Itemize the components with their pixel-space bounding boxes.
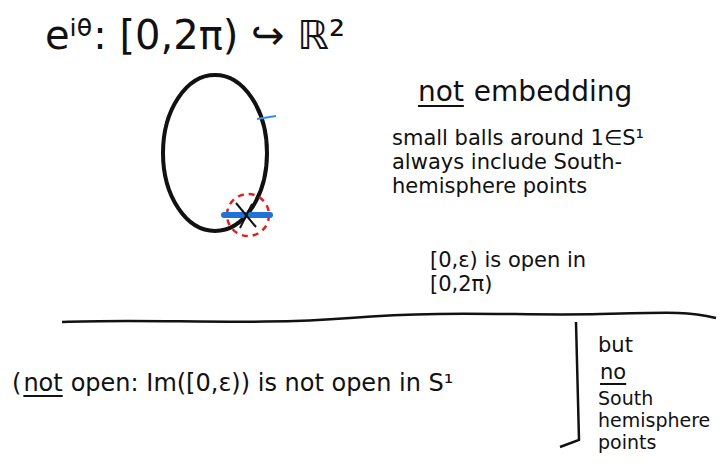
underlined-word: not [418,76,464,108]
bracket [560,322,579,447]
blue-tick [257,116,276,119]
circle-s1 [163,75,267,231]
divider-line [62,313,716,322]
note-text: ( [12,370,21,398]
note-text: South hemisphere points [598,388,720,454]
note-text: small balls around 1∈S¹ always include S… [392,126,712,198]
note-text: [0,ε) is open in [0,2π) [430,248,630,296]
underlined-word: no [600,360,626,384]
underlined-word: not [23,370,62,398]
heading-formula: eⁱᶿ: [0,2π) ↪ ℝ² [45,12,345,58]
note-text: embedding [474,76,632,108]
note-text: open: Im([0,ε)) is not open in S¹ [71,370,454,398]
cross-mark [236,203,256,227]
note-text: but [598,333,633,357]
cross-mark [240,204,252,228]
